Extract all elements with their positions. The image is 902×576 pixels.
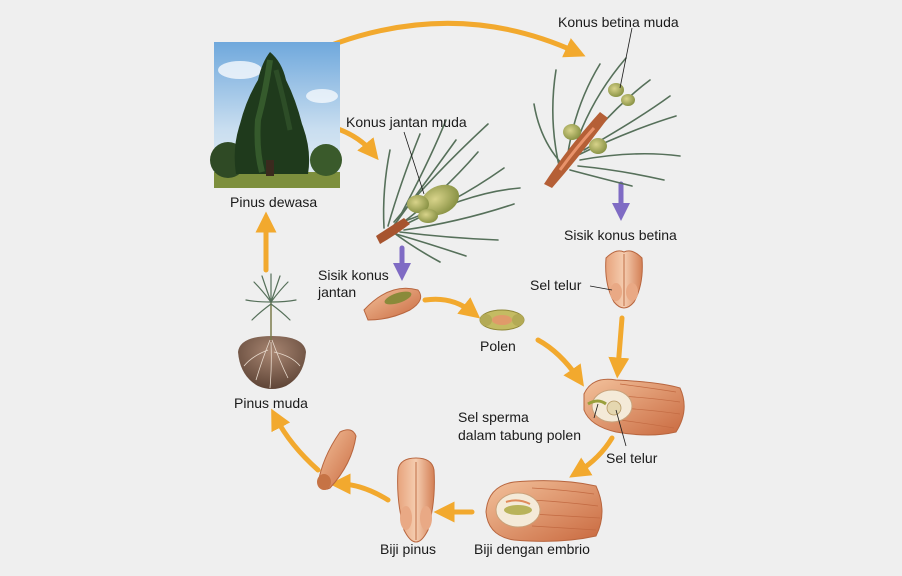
label-pine-seed: Biji pinus — [380, 541, 437, 557]
arrow-pollen-to-ovule — [535, 337, 584, 387]
winged-seed-illustration — [317, 429, 357, 490]
label-male-cone-scale-line2: jantan — [318, 284, 357, 300]
male-cone-branch-illustration — [376, 119, 521, 263]
transition-arrows — [393, 181, 630, 281]
adult-pine-photo — [210, 42, 342, 188]
label-female-cone-scale: Sisik konus betina — [564, 227, 677, 243]
label-male-cone-scale-line1: Sisik konus — [318, 267, 389, 283]
label-young-male-cone: Konus jantan muda — [346, 114, 467, 130]
arrow-ovule-to-seed-embryo — [569, 435, 615, 478]
male-cone-scale-illustration — [363, 287, 422, 321]
seed-embryo-illustration — [485, 480, 603, 542]
label-egg-cell-bottom: Sel telur — [606, 450, 658, 466]
seedling-illustration — [238, 273, 306, 389]
arrow-male-scale-to-pollen — [422, 296, 481, 319]
label-pollen: Polen — [480, 338, 516, 354]
label-young-female-cone: Konus betina muda — [558, 14, 679, 30]
label-sperm-line1: Sel sperma — [458, 409, 529, 425]
pollen-grain-illustration — [479, 309, 525, 331]
label-seed-with-embryo: Biji dengan embrio — [474, 541, 590, 557]
arrow-seed-to-winged-seed — [329, 473, 391, 503]
female-cone-branch-illustration — [533, 27, 681, 188]
ovule-fertilization-illustration — [583, 378, 685, 447]
label-young-pine: Pinus muda — [234, 395, 308, 411]
label-adult-pine: Pinus dewasa — [230, 194, 318, 210]
female-cone-scale-illustration — [589, 250, 643, 309]
label-egg-cell-top: Sel telur — [530, 277, 582, 293]
arrow-female-scale-to-ovule — [608, 315, 630, 379]
pine-seed-illustration — [397, 457, 435, 543]
label-sperm-line2: dalam tabung polen — [458, 427, 581, 443]
arrow-winged-seed-to-seedling — [271, 408, 321, 473]
